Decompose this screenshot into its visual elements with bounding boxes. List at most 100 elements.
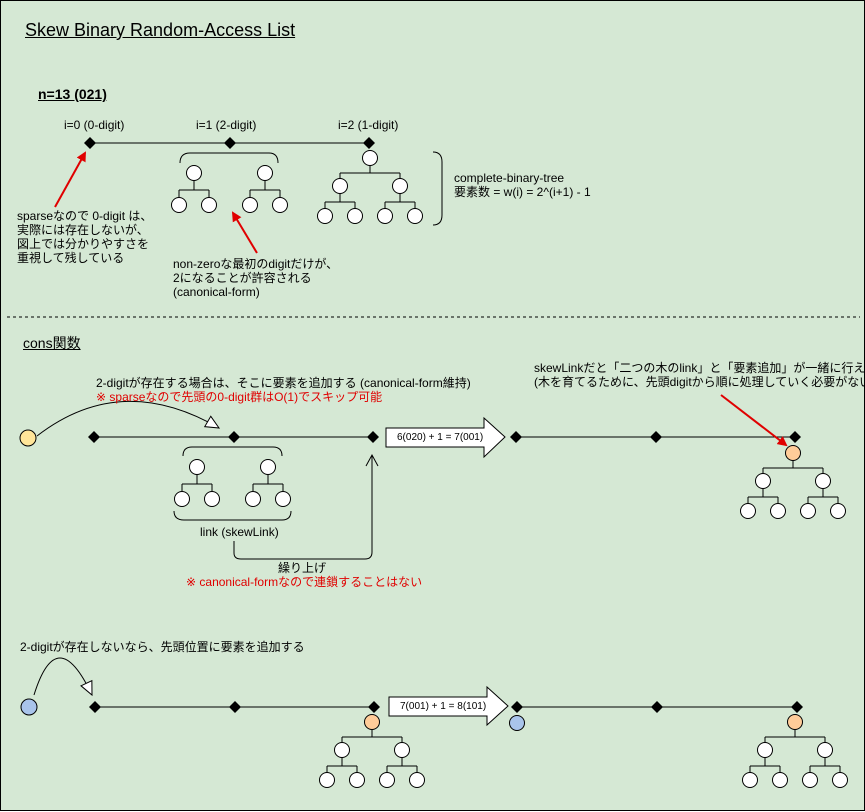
tree-edge — [809, 757, 841, 773]
case2-digit-marker — [89, 701, 101, 713]
digit-label-1: i=1 (2-digit) — [196, 118, 257, 132]
skewlink-note-arrow — [720, 394, 788, 447]
tree-node — [272, 197, 288, 213]
tree-edge — [386, 757, 418, 773]
tree-node — [407, 208, 423, 224]
tree-node — [201, 197, 217, 213]
transition-label-1: 6(020) + 1 = 7(001) — [397, 432, 484, 443]
tree-node — [815, 473, 831, 489]
tree-edge — [252, 474, 284, 492]
tree-edge — [324, 193, 356, 209]
tree-node — [317, 208, 333, 224]
tree-node — [242, 197, 258, 213]
tree-edge — [339, 165, 401, 179]
add-element-arrow-2 — [33, 657, 93, 697]
tree-node — [409, 772, 425, 788]
tree-edge — [747, 488, 779, 504]
digit-label-2: i=2 (1-digit) — [338, 118, 399, 132]
tree-edge — [326, 757, 358, 773]
tree-node — [379, 772, 395, 788]
two-trees-brace — [179, 152, 279, 164]
tree-node — [832, 772, 848, 788]
section1-heading: n=13 (021) — [38, 86, 107, 102]
carry-label: 繰り上げ — [278, 561, 327, 575]
case1-description: 2-digitが存在する場合は、そこに要素を追加する (canonical-fo… — [96, 376, 471, 390]
diagram-title: Skew Binary Random-Access List — [25, 20, 296, 40]
sparse-note: sparseなので 0-digit は、 実際には存在しないが、 図上では分かり… — [17, 209, 153, 265]
tree-edge — [178, 180, 210, 198]
tree-node — [800, 503, 816, 519]
tree-node — [245, 491, 261, 507]
tree-node — [204, 491, 220, 507]
tree-node — [830, 503, 846, 519]
tree-node — [260, 459, 276, 475]
section2-heading: cons関数 — [23, 335, 81, 351]
tree-edge — [249, 180, 281, 198]
tree-edge — [341, 729, 403, 743]
case1-after-digit-marker — [510, 431, 522, 443]
case2-after-digit-marker — [651, 701, 663, 713]
tree-node — [347, 208, 363, 224]
tree-node — [757, 742, 773, 758]
tree-node — [742, 772, 758, 788]
tree-edge — [762, 460, 824, 474]
tree-node — [755, 473, 771, 489]
tree-node — [332, 178, 348, 194]
tree-node — [377, 208, 393, 224]
link-brace — [173, 510, 292, 521]
tree-edge — [807, 488, 839, 504]
link-label: link (skewLink) — [200, 525, 279, 539]
new-element-yellow — [19, 429, 37, 447]
new-element-blue-placed — [509, 715, 525, 731]
case1-digit-marker — [367, 431, 379, 443]
section1-trees — [171, 150, 423, 224]
tree-node — [186, 165, 202, 181]
digit-marker-0 — [84, 137, 96, 149]
digit-marker-1 — [224, 137, 236, 149]
transition-label-2: 7(001) + 1 = 8(101) — [400, 701, 487, 712]
tree-node — [319, 772, 335, 788]
tree-node — [334, 742, 350, 758]
tree-node — [174, 491, 190, 507]
add-element-arrow — [36, 400, 221, 437]
tree-node — [740, 503, 756, 519]
tree-node — [394, 742, 410, 758]
tree-node — [364, 714, 380, 730]
transition-arrow-2 — [388, 685, 509, 727]
case1-after-digit-marker — [789, 431, 801, 443]
tree-node — [772, 772, 788, 788]
tree-edge — [181, 474, 213, 492]
case1-after-digit-marker — [650, 431, 662, 443]
tree-node — [171, 197, 187, 213]
tree-node — [257, 165, 273, 181]
case1-digit-marker — [228, 431, 240, 443]
case2-digit-marker — [368, 701, 380, 713]
tree-node — [392, 178, 408, 194]
carry-arrow — [233, 453, 379, 560]
skewlink-note-line2: (木を育てるために、先頭digitから順に処理していく必要がない) — [534, 375, 865, 389]
carry-note: ※ canonical-formなので連鎖することはない — [186, 575, 423, 589]
tree-node — [802, 772, 818, 788]
case2-after-digit-marker — [511, 701, 523, 713]
case2-after-digit-marker — [791, 701, 803, 713]
tree-note-line1: complete-binary-tree — [454, 171, 565, 185]
complete-binary-tree-brace — [432, 151, 443, 226]
digit-marker-2 — [363, 137, 375, 149]
transition-arrow-1 — [385, 416, 506, 459]
tree-node — [275, 491, 291, 507]
canonical-note-arrow — [231, 211, 258, 254]
case2-digit-marker — [229, 701, 241, 713]
case1-note: ※ sparseなので先頭の0-digit群はO(1)でスキップ可能 — [96, 390, 383, 404]
skewlink-note-line1: skewLinkだと「二つの木のlink」と「要素追加」が一緒に行える — [534, 361, 865, 375]
tree-node — [349, 772, 365, 788]
tree-node — [189, 459, 205, 475]
tree-node — [817, 742, 833, 758]
tree-node — [362, 150, 378, 166]
tree-node — [770, 503, 786, 519]
sparse-note-arrow — [54, 151, 86, 208]
case1-top-brace — [182, 446, 283, 457]
new-element-blue — [20, 698, 38, 716]
digit-label-0: i=0 (0-digit) — [64, 118, 125, 132]
